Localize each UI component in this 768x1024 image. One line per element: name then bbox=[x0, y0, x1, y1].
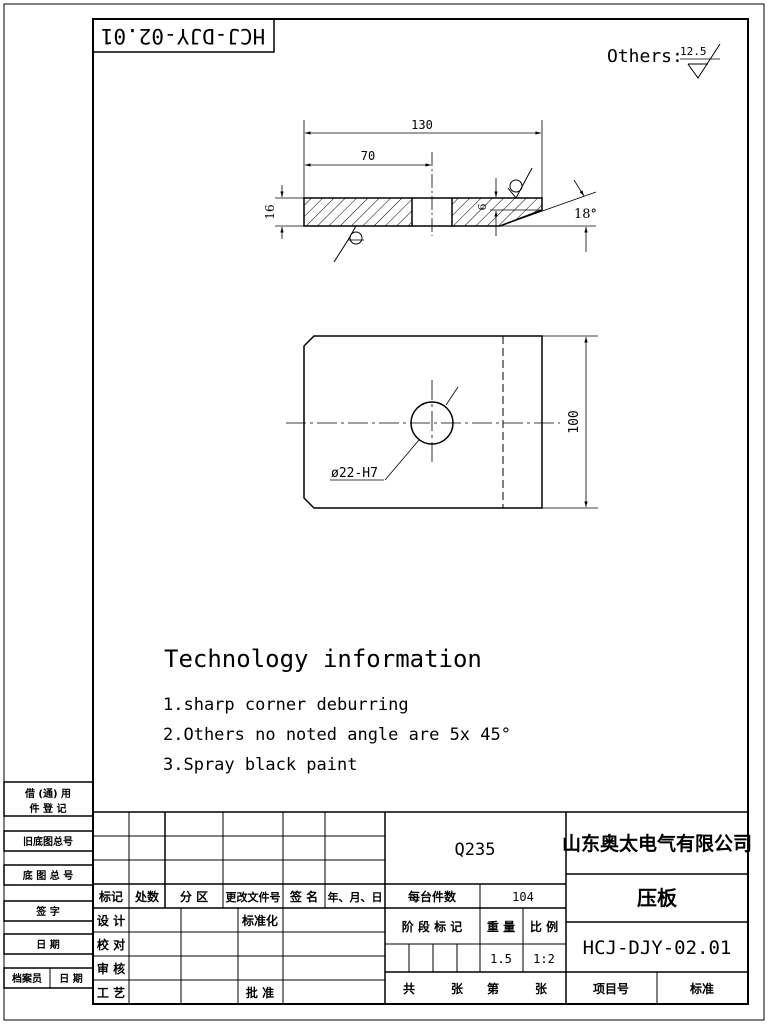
design-label: 设 计 bbox=[97, 913, 125, 928]
tech-title: Technology information bbox=[164, 645, 482, 673]
roughness-note: Others: 12.5 bbox=[607, 43, 721, 79]
side-block bbox=[3, 781, 94, 989]
scale-label: 比 例 bbox=[530, 919, 558, 934]
dim-70: 70 bbox=[361, 149, 375, 163]
dim-16: 16 bbox=[263, 204, 277, 219]
weight-label: 重 量 bbox=[487, 919, 515, 934]
outer-border bbox=[3, 3, 765, 1021]
drawing-number: HCJ-DJY-02.01 bbox=[583, 937, 732, 959]
date-label: 日 期 bbox=[36, 938, 59, 951]
rotated-drawing-number: HCJ-DJY-02.01 bbox=[101, 24, 265, 48]
hole bbox=[410, 401, 454, 445]
date2-label: 日 期 bbox=[59, 972, 82, 985]
scale-value: 1:2 bbox=[533, 952, 555, 966]
standardize-label: 标准化 bbox=[241, 913, 278, 928]
standard-label: 标准 bbox=[689, 981, 714, 996]
rotated-number-box: HCJ-DJY-02.01 bbox=[92, 18, 275, 53]
dim-130: 130 bbox=[411, 118, 433, 132]
per-unit-qty-value: 104 bbox=[512, 890, 534, 904]
front-view: 130 70 16 6 18° bbox=[263, 118, 597, 263]
signature-label: 签 字 bbox=[35, 905, 59, 918]
weight-value: 1.5 bbox=[490, 952, 512, 966]
roughness-mark-icon bbox=[507, 167, 533, 199]
borrow-label-1: 借 (通) 用 bbox=[24, 787, 71, 800]
dim-6: 6 bbox=[476, 204, 489, 211]
roughness-value: 12.5 bbox=[680, 45, 707, 58]
approve-label: 批 准 bbox=[246, 985, 274, 1000]
side-block-labels: 借 (通) 用 件 登 记 旧底图总号 底 图 总 号 签 字 日 期 档案员 … bbox=[11, 787, 83, 985]
sign-label: 签 名 bbox=[289, 889, 318, 904]
tech-item-3: 3.Spray black paint bbox=[163, 755, 357, 775]
ymd-label: 年、月、日 bbox=[328, 890, 383, 904]
roughness-label: Others: bbox=[607, 46, 683, 67]
review-label: 审 核 bbox=[97, 961, 125, 976]
page-sheets-label: 张 bbox=[535, 981, 548, 996]
tech-notes: Technology information 1.sharp corner de… bbox=[163, 645, 511, 775]
per-unit-qty-label: 每台件数 bbox=[408, 889, 457, 904]
part-name: 压板 bbox=[637, 886, 678, 910]
zone-label: 分 区 bbox=[180, 889, 208, 904]
tech-item-2: 2.Others no noted angle are 5x 45° bbox=[163, 725, 511, 745]
material: Q235 bbox=[455, 840, 496, 860]
title-block bbox=[93, 811, 748, 1004]
check-label: 校 对 bbox=[97, 937, 125, 952]
hole-callout: ø22-H7 bbox=[331, 466, 378, 481]
dim-angle: 18° bbox=[574, 207, 597, 222]
process-label: 工 艺 bbox=[97, 985, 125, 1000]
count-label: 处数 bbox=[134, 889, 160, 904]
tech-item-1: 1.sharp corner deburring bbox=[163, 695, 409, 715]
change-doc-label: 更改文件号 bbox=[226, 890, 281, 904]
mark-label: 标记 bbox=[98, 889, 123, 904]
roughness-check-icon bbox=[687, 43, 721, 79]
sheets-label: 张 bbox=[451, 981, 464, 996]
base-total-label: 底 图 总 号 bbox=[23, 869, 73, 882]
project-no-label: 项目号 bbox=[593, 981, 629, 996]
drawing-frame bbox=[92, 18, 749, 1005]
company-name: 山东奥太电气有限公司 bbox=[562, 832, 752, 855]
old-base-total-label: 旧底图总号 bbox=[23, 835, 73, 848]
roughness-mark-icon bbox=[333, 225, 357, 263]
total-label: 共 bbox=[403, 981, 415, 996]
title-block-text: Q235 山东奥太电气有限公司 压板 HCJ-DJY-02.01 标记 处数 分… bbox=[97, 832, 752, 1000]
borrow-label-2: 件 登 记 bbox=[30, 802, 67, 815]
page-label: 第 bbox=[487, 981, 499, 996]
stage-mark-label: 阶 段 标 记 bbox=[402, 919, 463, 934]
top-view: ø22-H7 100 bbox=[286, 335, 598, 509]
dim-100: 100 bbox=[567, 410, 582, 433]
archivist-label: 档案员 bbox=[11, 972, 42, 985]
